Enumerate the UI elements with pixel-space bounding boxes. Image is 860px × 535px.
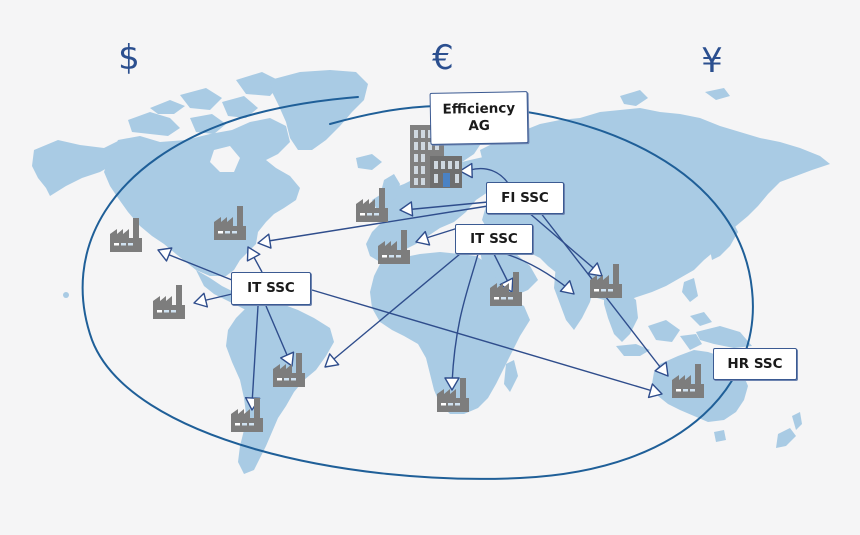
dollar-symbol: $ [118, 38, 140, 78]
land-japan [710, 220, 738, 260]
fi-ssc-label: FI SSC [486, 182, 564, 214]
hr-ssc-label: HR SSC [713, 348, 797, 380]
headquarters-name-line2: AG [468, 117, 491, 135]
land-arabia [480, 248, 538, 296]
factory-icon-mexico [153, 285, 185, 319]
land-alaska [32, 140, 120, 196]
headquarters-label: Efficiency AG [429, 91, 529, 145]
headquarters-name-line1: Efficiency [442, 100, 516, 118]
land-indonesia [616, 344, 650, 356]
land-india [554, 262, 594, 330]
land-greenland [270, 70, 368, 150]
factory-icon-west-us [110, 218, 142, 252]
global-orbit-ellipse [81, 96, 754, 480]
land-new-guinea [696, 326, 752, 348]
it-ssc-europe-label: IT SSC [455, 224, 533, 254]
land-asia [480, 108, 830, 302]
factory-icon-uk [356, 188, 388, 222]
euro-symbol: € [432, 38, 454, 78]
yen-symbol: ¥ [701, 41, 723, 81]
land-north-america [104, 118, 300, 276]
land-europe [366, 156, 500, 262]
it-ssc-americas-text: IT SSC [247, 280, 295, 297]
land-new-zealand [792, 412, 802, 430]
it-ssc-europe-text: IT SSC [470, 230, 518, 247]
it-ssc-americas-label: IT SSC [231, 272, 311, 305]
fi-ssc-text: FI SSC [501, 189, 549, 206]
hr-ssc-text: HR SSC [727, 355, 783, 372]
